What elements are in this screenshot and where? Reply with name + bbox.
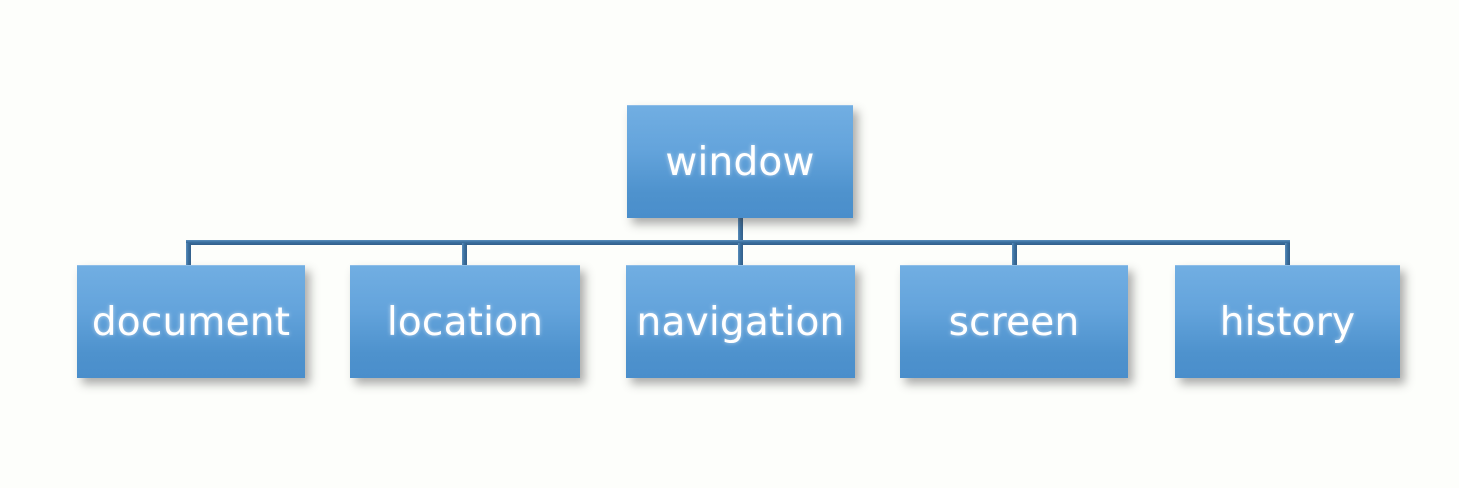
node-document[interactable]: document	[77, 265, 305, 378]
connector-drop-navigation	[738, 243, 743, 268]
connector-drop-history	[1285, 243, 1290, 268]
connector-window-to-bus	[738, 216, 743, 242]
node-history[interactable]: history	[1175, 265, 1400, 378]
node-screen[interactable]: screen	[900, 265, 1128, 378]
node-screen-label: screen	[948, 299, 1080, 345]
connector-drop-document	[186, 243, 191, 268]
node-document-label: document	[91, 299, 291, 345]
node-navigation[interactable]: navigation	[626, 265, 855, 378]
node-navigation-label: navigation	[636, 299, 845, 345]
node-history-label: history	[1219, 299, 1356, 345]
connector-drop-screen	[1012, 243, 1017, 268]
node-window-label: window	[665, 139, 815, 185]
connector-horizontal-bus	[186, 240, 1290, 245]
node-window[interactable]: window	[627, 105, 853, 218]
connector-drop-location	[462, 243, 467, 268]
node-location[interactable]: location	[350, 265, 580, 378]
node-location-label: location	[386, 299, 544, 345]
